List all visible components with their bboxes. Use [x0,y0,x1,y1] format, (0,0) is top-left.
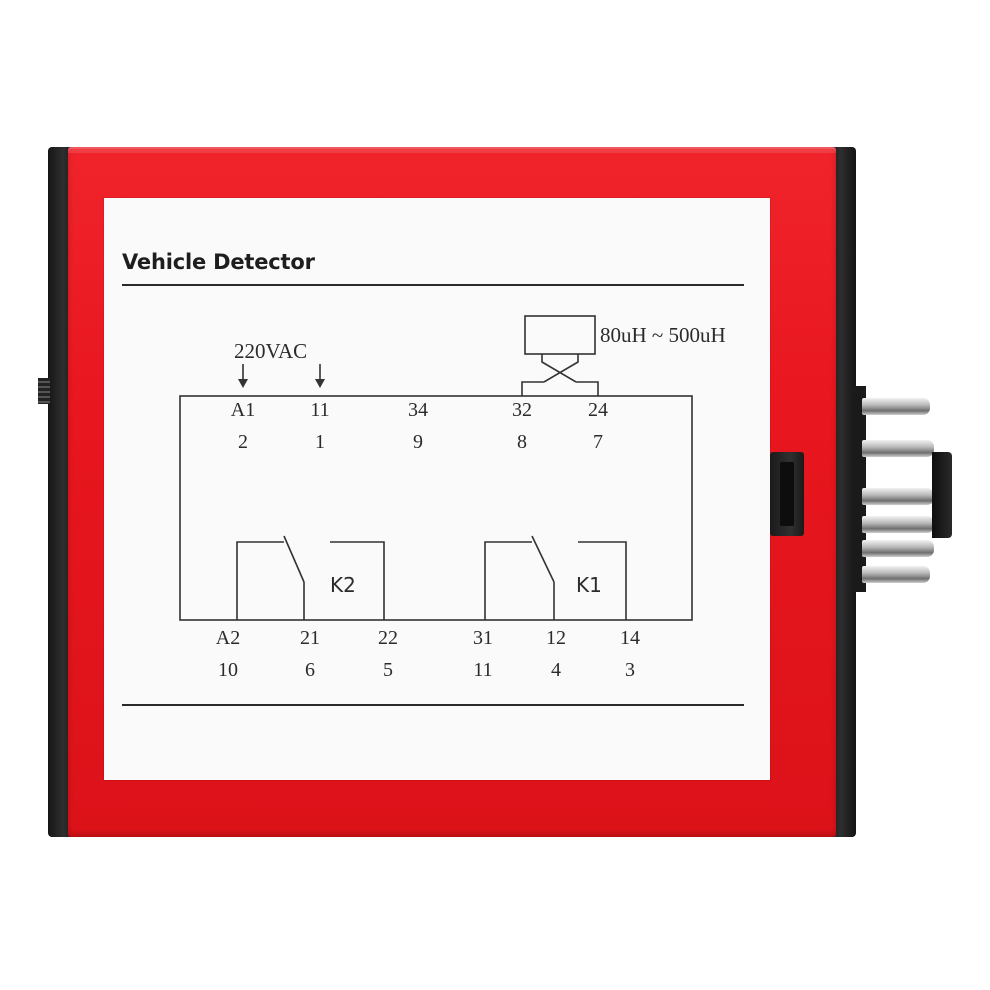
top-terminal-label: 34 [408,399,428,421]
k2-switch-blade [283,535,305,583]
bottom-terminal-label: 12 [546,627,566,649]
bottom-terminal-label: 31 [473,627,493,649]
top-pin-number: 9 [413,431,423,453]
bottom-pin-number: 5 [383,659,393,681]
housing-top-highlight [68,147,836,153]
k2-common-wire [236,541,284,620]
relay-k1-label: K1 [576,573,602,597]
connector-pin [862,398,930,415]
top-terminal-label: 32 [512,399,532,421]
supply-arrowhead-a1 [238,379,248,388]
loop-lead-32 [521,381,544,396]
bottom-terminal-label: A2 [216,627,240,649]
k1-switch-blade [531,535,555,583]
bottom-rule [122,704,744,706]
socket-key-tab [932,452,952,538]
top-pin-number: 7 [593,431,603,453]
mounting-latch-slot [780,462,794,526]
loop-lead-left [541,354,577,383]
connector-pin [862,488,934,505]
connector-pin [862,440,934,457]
supply-arrowhead-11 [315,379,325,388]
bottom-pin-number: 11 [473,659,492,681]
loop-lead-24 [576,381,599,396]
loop-coil-box [524,315,596,355]
wiring-label: Vehicle Detector 220VAC 80uH ~ 500uH A1 … [104,198,770,780]
k1-common-wire [484,541,532,620]
bottom-pin-number: 10 [218,659,238,681]
bottom-pin-number: 4 [551,659,561,681]
bottom-terminal-label: 22 [378,627,398,649]
connector-pin [862,540,934,557]
bottom-terminal-label: 21 [300,627,320,649]
relay-k2-label: K2 [330,573,356,597]
connector-pin [862,566,930,583]
bottom-pin-number: 6 [305,659,315,681]
inductance-range-label: 80uH ~ 500uH [600,323,726,347]
connector-pin [862,516,934,533]
k2-nc-wire [330,541,385,620]
wiring-diagram: 220VAC 80uH ~ 500uH A1 2 11 1 34 9 32 8 … [179,315,726,681]
detector-outline [179,395,693,621]
supply-voltage-label: 220VAC [234,339,307,363]
top-terminal-label: 11 [310,399,329,421]
top-pin-number: 2 [238,431,248,453]
bottom-terminal-label: 14 [620,627,640,649]
label-title: Vehicle Detector [122,250,315,274]
top-terminal-label: 24 [588,399,608,421]
loop-lead-right [543,354,579,383]
bottom-pin-number: 3 [625,659,635,681]
k1-nc-wire [578,541,627,620]
top-pin-number: 8 [517,431,527,453]
top-rule [122,284,744,286]
side-vent-notch [38,378,50,404]
top-pin-number: 1 [315,431,325,453]
top-terminal-label: A1 [231,399,255,421]
